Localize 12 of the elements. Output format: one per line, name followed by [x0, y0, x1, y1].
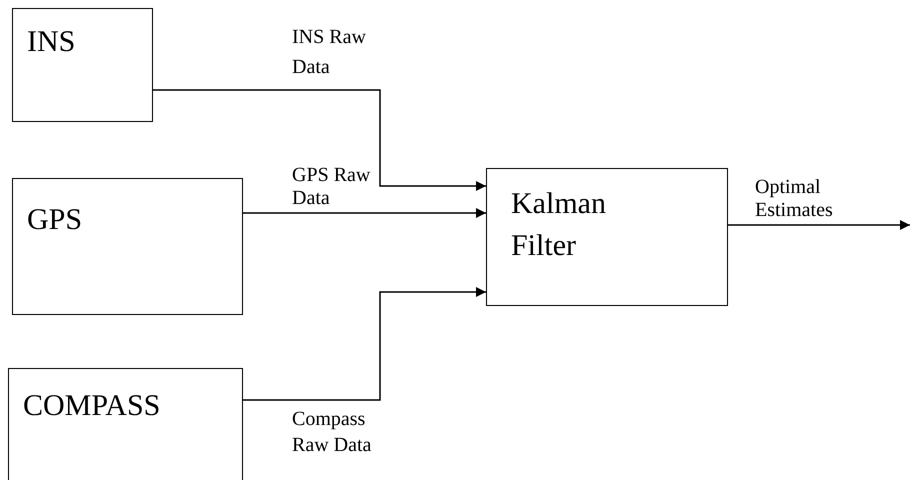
box-label: Kalman Filter [511, 186, 607, 264]
sensor-box [12, 8, 153, 122]
sensor-box [12, 178, 243, 315]
sensor-box [8, 368, 243, 480]
filter-box [486, 168, 728, 306]
box-label: COMPASS [23, 388, 160, 424]
box-label: GPS [27, 202, 82, 238]
arrow [243, 208, 486, 218]
arrow [243, 287, 486, 401]
arrow [728, 220, 910, 230]
box-label: INS [27, 24, 76, 60]
arrow [153, 89, 486, 191]
